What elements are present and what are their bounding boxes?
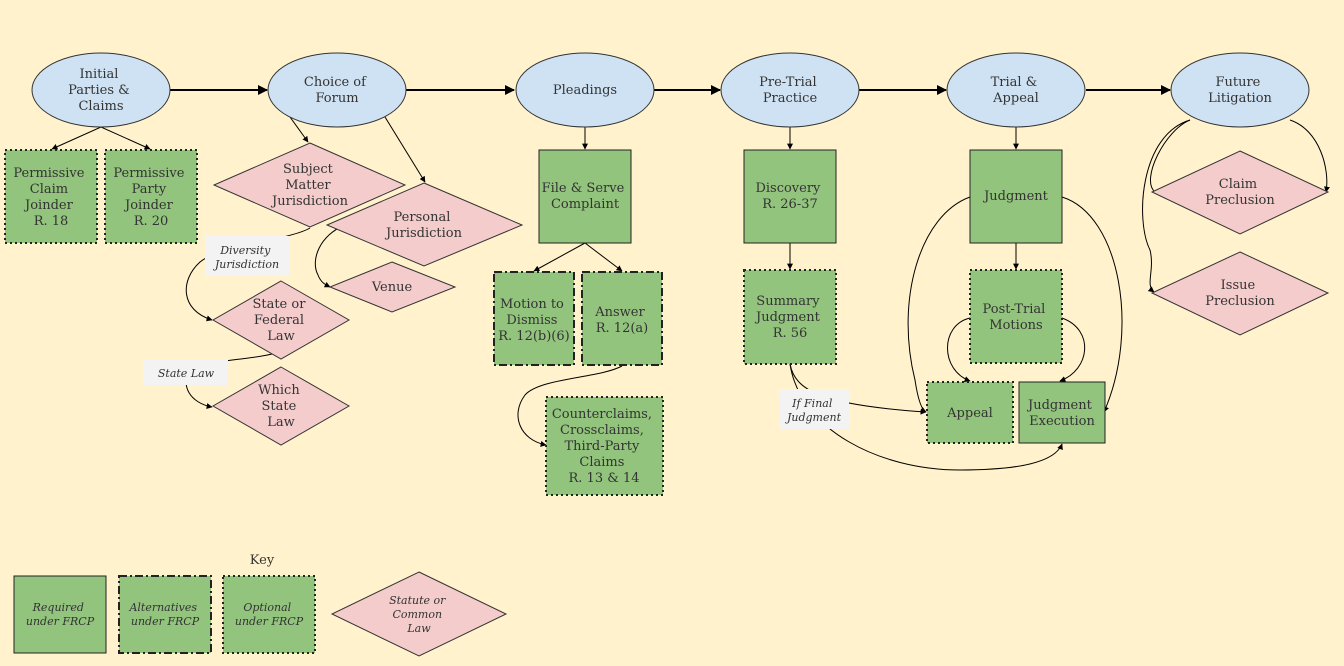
edge-label-state-law: State Law [143, 359, 228, 385]
svg-text:Summary Judgment R: Summary Judgment R. 56 [754, 294, 824, 341]
svg-text:Choice of Forum: Choice of Forum [304, 75, 370, 106]
stage-choice-of-forum[interactable]: Choice of Forum [267, 52, 407, 128]
svg-text:Judgment: Judgment [982, 189, 1049, 204]
stage-pleadings[interactable]: Pleadings [515, 52, 655, 128]
svg-text:Subject Matter Jur: Subject Matter Jurisdiction [270, 162, 349, 209]
node-motion-to-dismiss[interactable]: Motion to Dismiss R. 12(b)(6) [493, 271, 575, 366]
svg-text:Required under FRCP: Required under FRCP [26, 601, 95, 628]
node-permissive-party-joinder[interactable]: Permissive Party Joinder R. 20 [104, 149, 198, 244]
stage-trial-and-appeal[interactable]: Trial & Appeal [946, 52, 1086, 128]
node-answer[interactable]: Answer R. 12(a) [581, 271, 663, 366]
svg-text:Pleadings: Pleadings [553, 83, 617, 98]
edge-label-if-final-judgment: If Final Judgment [779, 389, 849, 429]
node-summary-judgment[interactable]: Summary Judgment R. 56 [743, 269, 837, 365]
svg-text:Statute or Common: Statute or Common Law [389, 594, 449, 635]
svg-text:State Law: State Law [158, 367, 215, 380]
node-personal-jurisdiction[interactable]: Personal Jurisdiction [325, 182, 524, 267]
node-appeal[interactable]: Appeal [926, 381, 1014, 444]
svg-text:Post-Trial Motions: Post-Trial Motions [983, 302, 1050, 333]
node-discovery[interactable]: Discovery R. 26-37 [743, 149, 837, 244]
node-judgment[interactable]: Judgment [969, 149, 1063, 244]
svg-text:Appeal: Appeal [946, 406, 993, 421]
svg-text:Motion to Dismiss: Motion to Dismiss R. 12(b)(6) [498, 297, 569, 344]
svg-text:Alternatives under FRC: Alternatives under FRCP [128, 601, 200, 628]
legend-alternatives: Alternatives under FRCP [118, 575, 212, 654]
connector-edges [51, 116, 1330, 471]
stage-initial-label: Initial Parties & Claims [68, 67, 134, 114]
node-subject-matter-jurisdiction[interactable]: Subject Matter Jurisdiction [212, 142, 407, 228]
svg-text:If Final Judgment: If Final Judgment [785, 397, 842, 424]
edge-label-diversity-jurisdiction: Diversity Jurisdiction [205, 236, 290, 276]
node-claim-preclusion[interactable]: Claim Preclusion [1150, 150, 1330, 235]
svg-text:Trial & Appeal: Trial & Appeal [991, 75, 1042, 106]
legend-title: Key [250, 553, 275, 568]
svg-text:Discovery R. 26-37: Discovery R. 26-37 [755, 181, 824, 212]
node-permissive-claim-joinder[interactable]: Permissive Claim Joinder R. 18 [4, 149, 98, 244]
svg-text:Judgment Execution: Judgment Execution [1026, 398, 1096, 429]
svg-text:Venue: Venue [371, 280, 413, 295]
node-venue[interactable]: Venue [328, 261, 457, 313]
svg-text:Future Litigation: Future Litigation [1208, 75, 1272, 106]
svg-text:Claim Preclusion: Claim Preclusion [1205, 177, 1275, 208]
svg-text:Personal Jurisdiction: Personal Jurisdiction [384, 210, 463, 241]
node-state-or-federal-law[interactable]: State or Federal Law [211, 280, 351, 360]
svg-text:Permissive Party J: Permissive Party Joinder R. 20 [113, 166, 188, 229]
svg-text:Pre-Trial Practice: Pre-Trial Practice [759, 75, 821, 106]
node-post-trial-motions[interactable]: Post-Trial Motions [969, 269, 1063, 364]
stage-initial[interactable]: Initial Parties & Claims [31, 52, 171, 128]
node-counterclaims[interactable]: Counterclaims, Crossclaims, Third-Party … [545, 396, 664, 496]
svg-text:State or Federal L: State or Federal Law [252, 297, 309, 344]
legend-statute: Statute or Common Law [330, 571, 508, 657]
legend-optional: Optional under FRCP [222, 575, 316, 654]
node-judgment-execution[interactable]: Judgment Execution [1018, 381, 1106, 444]
svg-text:File & Serve Complaint: File & Serve Complaint [542, 181, 629, 212]
svg-text:Which State Law: Which State Law [258, 383, 304, 430]
svg-text:Issue Preclusion: Issue Preclusion [1205, 278, 1275, 309]
svg-text:Optional under FRCP: Optional under FRCP [235, 601, 304, 628]
node-issue-preclusion[interactable]: Issue Preclusion [1150, 251, 1330, 336]
svg-text:Counterclaims, Crossclai: Counterclaims, Crossclaims, Third-Party … [552, 407, 656, 486]
svg-text:Answer R. 12(a): Answer R. 12(a) [594, 305, 649, 336]
stage-future-litigation[interactable]: Future Litigation [1170, 52, 1310, 128]
node-file-and-serve-complaint[interactable]: File & Serve Complaint [538, 149, 632, 244]
legend-required: Required under FRCP [13, 575, 107, 654]
node-which-state-law[interactable]: Which State Law [211, 366, 351, 446]
stage-pretrial-practice[interactable]: Pre-Trial Practice [720, 52, 860, 128]
svg-text:Permissive Claim J: Permissive Claim Joinder R. 18 [13, 166, 88, 229]
svg-text:Diversity Jurisdiction: Diversity Jurisdiction [213, 244, 279, 271]
legend: Key Required under FRCP Alternatives und… [13, 553, 508, 657]
